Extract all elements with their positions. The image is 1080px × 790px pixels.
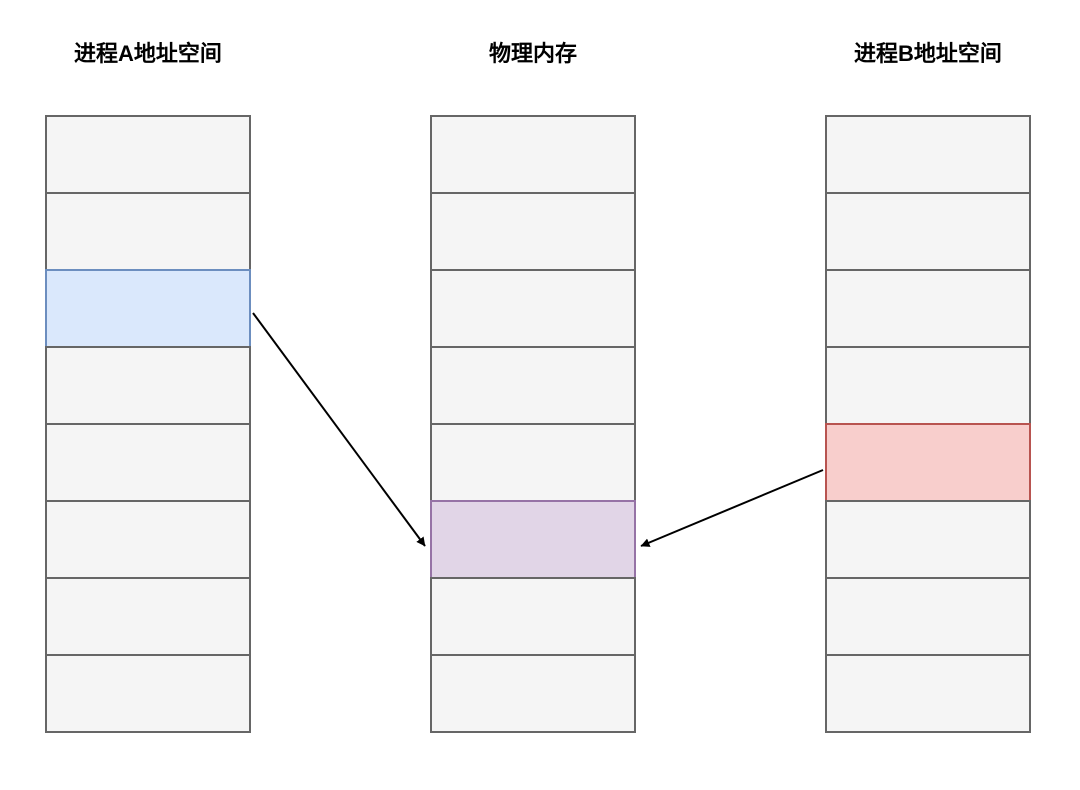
physical-memory-shared-frame (430, 500, 636, 579)
memory-cell (45, 577, 251, 656)
process-b-address-space-column (825, 115, 1031, 733)
memory-cell (430, 269, 636, 348)
memory-cell (825, 192, 1031, 271)
process-b-mapped-page (825, 423, 1031, 502)
memory-cell (45, 192, 251, 271)
memory-cell (45, 423, 251, 502)
memory-cell (825, 577, 1031, 656)
memory-cell (825, 115, 1031, 194)
arrow-process-a-to-physical-memory (252, 312, 426, 547)
memory-cell (45, 346, 251, 425)
memory-cell (430, 115, 636, 194)
memory-cell (45, 115, 251, 194)
memory-cell (45, 654, 251, 733)
memory-cell (825, 269, 1031, 348)
memory-cell (825, 346, 1031, 425)
memory-cell (430, 423, 636, 502)
memory-cell (825, 500, 1031, 579)
memory-cell (825, 654, 1031, 733)
process-a-title: 进程A地址空间 (74, 41, 222, 66)
memory-cell (430, 192, 636, 271)
process-b-title: 进程B地址空间 (854, 41, 1002, 66)
memory-cell (45, 500, 251, 579)
process-a-mapped-page (45, 269, 251, 348)
physical-memory-column (430, 115, 636, 733)
arrow-process-b-to-physical-memory (640, 469, 824, 547)
memory-cell (430, 654, 636, 733)
process-a-address-space-column (45, 115, 251, 733)
memory-cell (430, 577, 636, 656)
physical-memory-title: 物理内存 (488, 41, 577, 66)
memory-cell (430, 346, 636, 425)
